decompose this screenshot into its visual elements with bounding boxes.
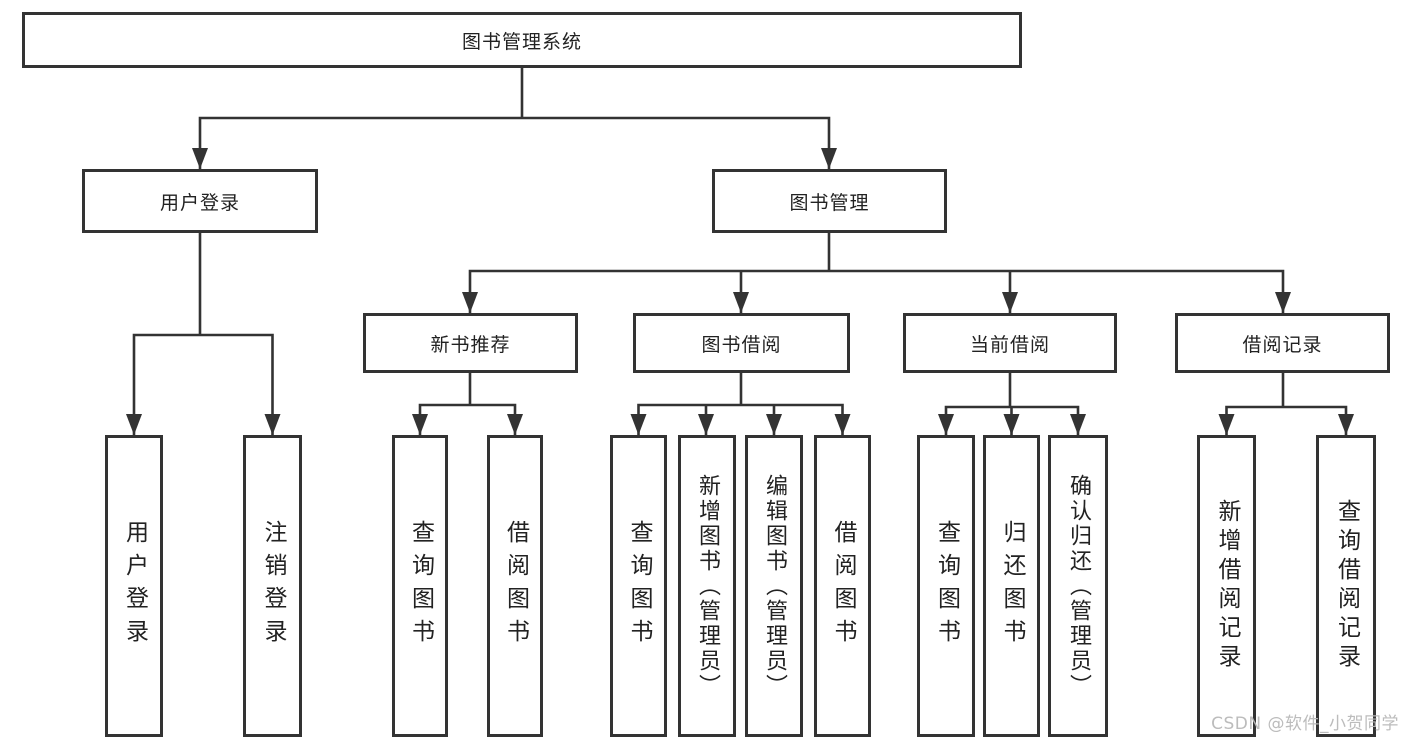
leaf-return-books-label: 归还图书	[999, 520, 1025, 652]
leaf-confirm-return-admin-label: 确认归还（管理员）	[1066, 473, 1091, 699]
arrow-down-icon	[766, 414, 782, 435]
leaf-logout: 注销登录	[243, 435, 302, 737]
leaf-add-borrow-record-label: 新增借阅记录	[1214, 499, 1240, 673]
arrow-down-icon	[1338, 414, 1354, 435]
node-new-book-recommend-label: 新书推荐	[430, 333, 511, 356]
leaf-user-login-label: 用户登录	[121, 520, 148, 652]
leaf-recommend-borrow-books: 借阅图书	[487, 435, 543, 737]
leaf-recommend-query-books-label: 查询图书	[407, 520, 434, 652]
arrow-down-icon	[264, 414, 281, 435]
leaf-query-borrow-record-label: 查询借阅记录	[1333, 499, 1360, 673]
leaf-borrow-books-label: 借阅图书	[830, 520, 856, 652]
leaf-user-login: 用户登录	[105, 435, 163, 737]
arrow-down-icon	[507, 414, 523, 435]
leaf-add-books-admin: 新增图书（管理员）	[678, 435, 736, 737]
node-current-borrow: 当前借阅	[903, 313, 1117, 373]
leaf-borrow-query-books: 查询图书	[610, 435, 667, 737]
connector-line	[132, 233, 274, 435]
node-root: 图书管理系统	[22, 12, 1022, 68]
node-current-borrow-label: 当前借阅	[969, 333, 1050, 356]
watermark: CSDN @软件_小贺同学	[1211, 714, 1399, 734]
leaf-query-borrow-record: 查询借阅记录	[1316, 435, 1376, 737]
leaf-borrow-query-books-label: 查询图书	[626, 520, 652, 652]
arrow-down-icon	[1002, 292, 1018, 313]
connector-line	[637, 373, 844, 435]
leaf-add-books-admin-label: 新增图书（管理员）	[695, 473, 720, 699]
arrow-down-icon	[462, 292, 478, 313]
leaf-confirm-return-admin: 确认归还（管理员）	[1048, 435, 1108, 737]
arrow-down-icon	[698, 414, 714, 435]
connector-line	[418, 373, 517, 435]
node-user-login-label: 用户登录	[159, 191, 240, 214]
connector-line	[198, 68, 831, 169]
arrow-down-icon	[126, 414, 142, 435]
leaf-edit-books-admin-label: 编辑图书（管理员）	[762, 473, 787, 699]
leaf-borrow-books: 借阅图书	[814, 435, 871, 737]
arrow-down-icon	[834, 414, 851, 435]
leaf-current-query-books: 查询图书	[917, 435, 975, 737]
node-book-management: 图书管理	[712, 169, 947, 233]
node-borrow-records-label: 借阅记录	[1242, 333, 1323, 356]
arrow-down-icon	[733, 292, 749, 313]
node-book-borrow-label: 图书借阅	[701, 333, 782, 356]
leaf-edit-books-admin: 编辑图书（管理员）	[745, 435, 803, 737]
arrow-down-icon	[192, 148, 208, 169]
node-user-login: 用户登录	[82, 169, 318, 233]
arrow-down-icon	[1218, 414, 1235, 435]
leaf-logout-label: 注销登录	[260, 520, 286, 652]
leaf-add-borrow-record: 新增借阅记录	[1197, 435, 1256, 737]
node-root-label: 图书管理系统	[461, 30, 582, 53]
connector-line	[1225, 373, 1348, 435]
node-new-book-recommend: 新书推荐	[363, 313, 578, 373]
node-book-management-label: 图书管理	[789, 191, 870, 214]
connector-line	[468, 233, 1285, 313]
arrow-down-icon	[630, 414, 647, 435]
node-book-borrow: 图书借阅	[633, 313, 850, 373]
arrow-down-icon	[938, 414, 954, 435]
connector-line	[944, 373, 1080, 435]
leaf-recommend-query-books: 查询图书	[392, 435, 448, 737]
arrow-down-icon	[1003, 414, 1020, 435]
leaf-current-query-books-label: 查询图书	[933, 520, 960, 652]
leaf-return-books: 归还图书	[983, 435, 1040, 737]
arrow-down-icon	[1070, 414, 1086, 435]
arrow-down-icon	[1275, 292, 1291, 313]
leaf-recommend-borrow-books-label: 借阅图书	[502, 520, 529, 652]
arrow-down-icon	[412, 414, 428, 435]
arrow-down-icon	[821, 148, 837, 169]
node-borrow-records: 借阅记录	[1175, 313, 1390, 373]
